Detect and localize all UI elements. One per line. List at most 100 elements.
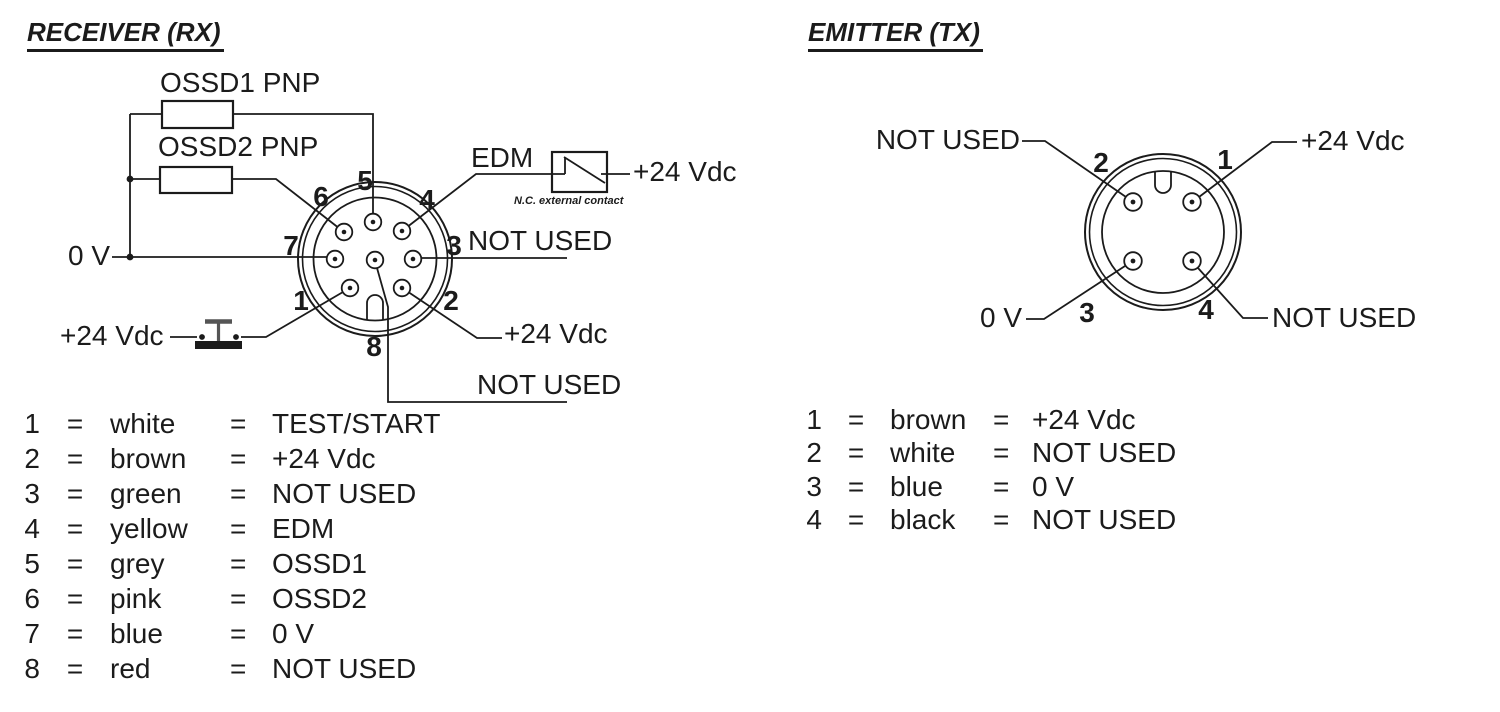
legend-equals: = [66, 548, 84, 579]
receiver-pin2-signal-label: +24 Vdc [504, 318, 608, 349]
legend-color: white [110, 408, 176, 439]
legend-pin: 7 [24, 618, 40, 649]
receiver-test-wire-right [241, 291, 344, 338]
receiver-ossd2-wire-right [232, 178, 339, 228]
receiver-pin1-number: 1 [293, 285, 309, 316]
emitter-connector-outer-ring [1084, 153, 1242, 311]
legend-signal: TEST/START [272, 408, 441, 439]
receiver-0v-label: 0 V [67, 240, 110, 271]
receiver-pin-3 [403, 249, 423, 269]
receiver-wires [112, 113, 630, 403]
pin-center-dot [1130, 199, 1136, 205]
receiver-pin-5 [363, 212, 383, 232]
legend-equals: = [230, 618, 247, 649]
receiver-connector-mid-ring [301, 185, 449, 333]
legend-pin: 3 [24, 478, 40, 509]
pin-center-dot [399, 285, 405, 291]
emitter-pin-2 [1123, 192, 1143, 212]
legend-pin: 6 [24, 583, 40, 614]
legend-color: black [890, 504, 956, 536]
legend-pin: 8 [24, 653, 40, 684]
receiver-pin7-number: 7 [283, 230, 299, 261]
emitter-pin3-number: 3 [1079, 297, 1095, 328]
legend-signal: +24 Vdc [272, 443, 376, 474]
emitter-pin3-wire [1026, 265, 1126, 320]
receiver-pin8-number: 8 [366, 331, 382, 362]
legend-color: blue [110, 618, 163, 649]
legend-equals: = [230, 478, 247, 509]
pin-center-dot [370, 219, 376, 225]
legend-pin: 2 [806, 437, 822, 469]
legend-equals: = [66, 583, 84, 614]
legend-signal: NOT USED [1032, 504, 1177, 536]
receiver-keyway-notch [366, 294, 384, 320]
emitter-pin2-signal-label: NOT USED [875, 124, 1020, 155]
legend-pin: 4 [806, 504, 822, 536]
legend-equals: = [66, 513, 84, 544]
emitter-pin4-wire [1197, 267, 1268, 319]
receiver-pin2-wire [408, 291, 502, 339]
receiver-test-supply-label: +24 Vdc [60, 320, 164, 351]
pin-center-dot [372, 257, 378, 263]
legend-equals: = [993, 470, 1010, 502]
button-contact-dot [233, 334, 239, 340]
receiver-edm-wire [407, 156, 630, 227]
ossd1-load-box [160, 99, 235, 130]
edm-supply-label: +24 Vdc [633, 156, 737, 187]
legend-equals: = [847, 470, 865, 502]
legend-signal: NOT USED [1032, 437, 1177, 469]
emitter-pin4-signal-label: NOT USED [1272, 302, 1417, 333]
nc-contact-note: N.C. external contact [514, 195, 624, 207]
emitter-pin2-number: 2 [1093, 147, 1109, 178]
emitter-connector-mid-ring [1088, 157, 1238, 307]
emitter-connector-inner-ring [1101, 170, 1225, 294]
legend-color: white [890, 437, 956, 469]
legend-signal: OSSD2 [272, 583, 367, 614]
emitter-pin1-signal-label: +24 Vdc [1301, 125, 1405, 156]
receiver-pin5-number: 5 [357, 165, 373, 196]
receiver-pin-2 [392, 278, 412, 298]
pin-center-dot [332, 256, 338, 262]
pin-center-dot [1189, 258, 1195, 264]
receiver-pin3-signal-label: NOT USED [468, 225, 613, 256]
legend-equals: = [230, 408, 247, 439]
receiver-pin4-number: 4 [419, 184, 435, 215]
legend-color: blue [890, 470, 943, 502]
legend-equals: = [230, 653, 247, 684]
button-bridge-bar [195, 341, 242, 349]
legend-pin: 2 [24, 443, 40, 474]
receiver-pin-6 [334, 222, 354, 242]
emitter-connector [1084, 153, 1242, 311]
pin-center-dot [1189, 199, 1195, 205]
receiver-connector [297, 181, 453, 337]
legend-equals: = [993, 437, 1010, 469]
junction-dot [126, 253, 134, 261]
legend-color: pink [110, 583, 162, 614]
nc-contact-box [550, 150, 609, 194]
legend-equals: = [847, 404, 865, 435]
legend-pin: 3 [806, 470, 822, 502]
legend-signal: 0 V [1032, 470, 1075, 502]
legend-color: green [110, 478, 182, 509]
pin-center-dot [1130, 258, 1136, 264]
edm-label: EDM [471, 142, 534, 173]
emitter-pin1-number: 1 [1217, 144, 1233, 175]
emitter-pin3-signal-label: 0 V [979, 302, 1022, 333]
emitter-pin-3 [1123, 251, 1143, 271]
pin-center-dot [410, 256, 416, 262]
legend-signal: OSSD1 [272, 548, 367, 579]
junction-dot [126, 175, 134, 183]
legend-color: grey [110, 548, 165, 579]
emitter-keyway-notch [1154, 171, 1172, 194]
legend-equals: = [230, 548, 247, 579]
legend-color: yellow [110, 513, 188, 544]
receiver-pin3-number: 3 [446, 230, 462, 261]
receiver-pin8-wire [376, 267, 567, 403]
receiver-connector-outer-ring [297, 181, 453, 337]
pin-center-dot [399, 228, 405, 234]
pin-center-dot [341, 229, 347, 235]
legend-equals: = [230, 513, 247, 544]
legend-color: brown [890, 404, 967, 435]
